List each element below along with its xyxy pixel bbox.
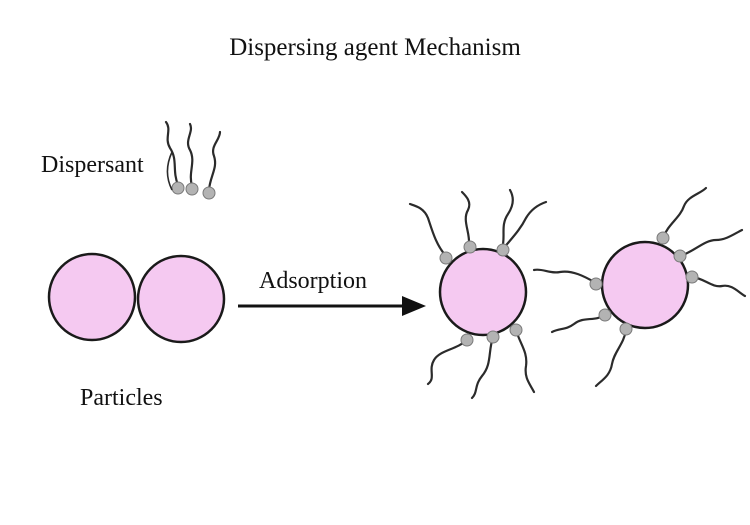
particles-label: Particles (80, 385, 163, 411)
dispersant-head (509, 323, 523, 337)
dispersant-tail (207, 130, 222, 192)
dispersant-tail (514, 328, 536, 394)
dispersant-tail (532, 268, 598, 285)
dispersant-head (673, 249, 687, 263)
dispersant-tail (500, 188, 514, 251)
dispersant-head (439, 251, 453, 265)
dispersant-tail (661, 186, 708, 240)
dispersant-tail (408, 202, 448, 258)
dispersant-tail (690, 275, 747, 298)
dispersant-head (185, 182, 199, 196)
particle (136, 254, 226, 344)
arrow-head (402, 296, 426, 316)
dispersant-head (463, 240, 477, 254)
dispersant-tail (426, 338, 469, 386)
dispersant-tail (501, 200, 548, 251)
dispersed-particle-2 (532, 186, 747, 388)
diagram-title: Dispersing agent Mechanism (229, 34, 521, 61)
dispersant-head (685, 270, 699, 284)
dispersant-tail (460, 190, 471, 246)
agglomerated-particles (47, 252, 226, 344)
dispersant-tail (470, 335, 495, 400)
dispersant-head (656, 231, 670, 245)
dispersant-tail (164, 120, 180, 187)
dispersed-particle-1 (408, 188, 548, 400)
dispersant-head (589, 277, 603, 291)
particle (47, 252, 137, 342)
particle (438, 247, 528, 337)
dispersant-label: Dispersant (41, 152, 144, 178)
adsorption-label: Adsorption (259, 268, 367, 294)
dispersant-tail (186, 122, 194, 188)
dispersant-head (496, 243, 510, 257)
dispersant-head (619, 322, 633, 336)
dispersant-head (598, 308, 612, 322)
dispersant-head (171, 181, 185, 195)
dispersant-head (202, 186, 216, 200)
adsorption-arrow (238, 296, 426, 316)
dispersant-tail (594, 328, 628, 388)
dispersant-tail (550, 313, 607, 334)
dispersant-head (460, 333, 474, 347)
dispersant-bracket (166, 151, 173, 191)
dispersant-molecules (164, 120, 222, 200)
dispersant-head (486, 330, 500, 344)
dispersant-tail (678, 228, 744, 258)
